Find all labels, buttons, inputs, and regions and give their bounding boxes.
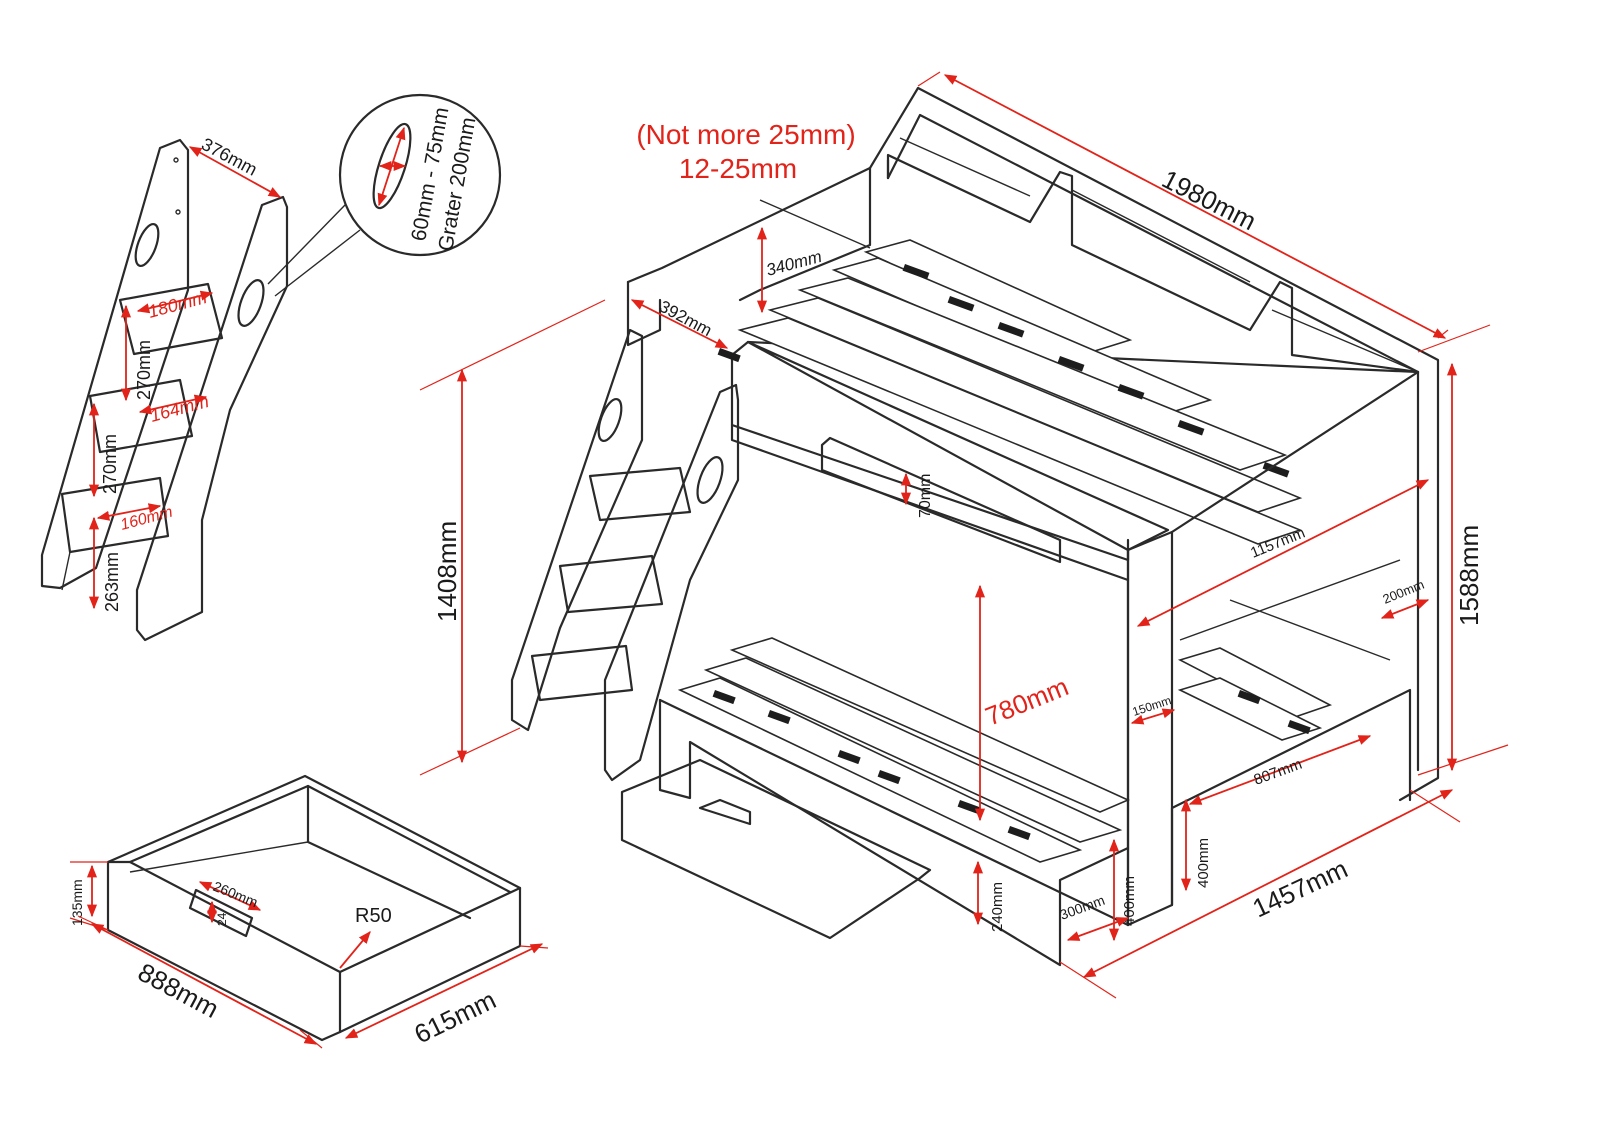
post-width-label: 150mm <box>1131 693 1173 719</box>
total-width-label: 1457mm <box>1248 853 1352 923</box>
drawer-handle-depth-label: 24 <box>215 912 229 926</box>
bed-ladder-back <box>510 328 644 732</box>
top-bunk-slats <box>717 239 1303 545</box>
rail-gap-label: 70mm <box>917 474 934 518</box>
bed-dimensions: 1980mm 340mm 392mm 1408mm 70mm 1157mm 20… <box>419 71 1509 999</box>
shelf-depth-label: 392mm <box>656 297 715 340</box>
hole-callout-circle <box>338 93 502 257</box>
drawer-radius-label: R50 <box>355 905 392 927</box>
hole-callout: 60mm - 75mm Grater 200mm <box>267 93 502 297</box>
lower-bunk-slats <box>677 637 1333 863</box>
drawer-handle-width-label: 260mm <box>211 878 260 910</box>
ladder-upper-spacing-label: 270mm <box>134 340 154 400</box>
ladder-drawing <box>40 138 289 642</box>
top-bunk-height-label: 1408mm <box>432 521 462 622</box>
bunk-bed-drawing <box>510 86 1440 967</box>
front-post-right <box>1126 530 1174 927</box>
drawer-height-label: 135mm <box>69 879 85 926</box>
bed-ladder-front <box>603 383 740 782</box>
front-post-height-label: 400mm <box>1121 876 1138 926</box>
bed-ladder-hole-1 <box>597 397 623 443</box>
ladder-hole-front <box>237 279 265 327</box>
note: (Not more 25mm) 12-25mm <box>636 119 871 249</box>
lower-inner-width-label: 807mm <box>1252 756 1305 789</box>
end-gap-label: 200mm <box>1381 577 1427 607</box>
ladder-step-bottom <box>60 476 170 554</box>
note-line-2: 12-25mm <box>679 153 797 184</box>
note-line-1: (Not more 25mm) <box>636 119 855 150</box>
lower-rail-height-label: 240mm <box>989 882 1006 932</box>
headboard-back-panel <box>868 86 1440 802</box>
bed-length-label: 1980mm <box>1157 164 1261 237</box>
front-post-width-label: 300mm <box>1058 892 1107 923</box>
ladder-top-step-depth-label: 180mm <box>146 287 209 322</box>
ladder-hole-back <box>134 222 160 268</box>
ladder-bottom-height-label: 263mm <box>102 552 122 612</box>
under-bed-drawer <box>620 758 932 940</box>
drawer-depth-label: 615mm <box>409 984 500 1049</box>
bed-ladder-hole-2 <box>696 456 724 504</box>
shelf-height-label: 340mm <box>764 247 824 280</box>
ladder-front-stringer <box>135 195 289 642</box>
ladder-mid-step-depth-label: 164mm <box>148 391 211 426</box>
top-bunk-rail-cutout <box>820 436 1062 564</box>
lower-end-height-label: 400mm <box>1195 838 1212 888</box>
ladder-lower-spacing-label: 270mm <box>100 434 120 494</box>
end-panel-top-left <box>626 166 872 302</box>
lower-clearance-label: 780mm <box>981 671 1073 731</box>
lower-bunk-frame <box>658 698 1130 967</box>
total-height-label: 1588mm <box>1454 525 1484 626</box>
